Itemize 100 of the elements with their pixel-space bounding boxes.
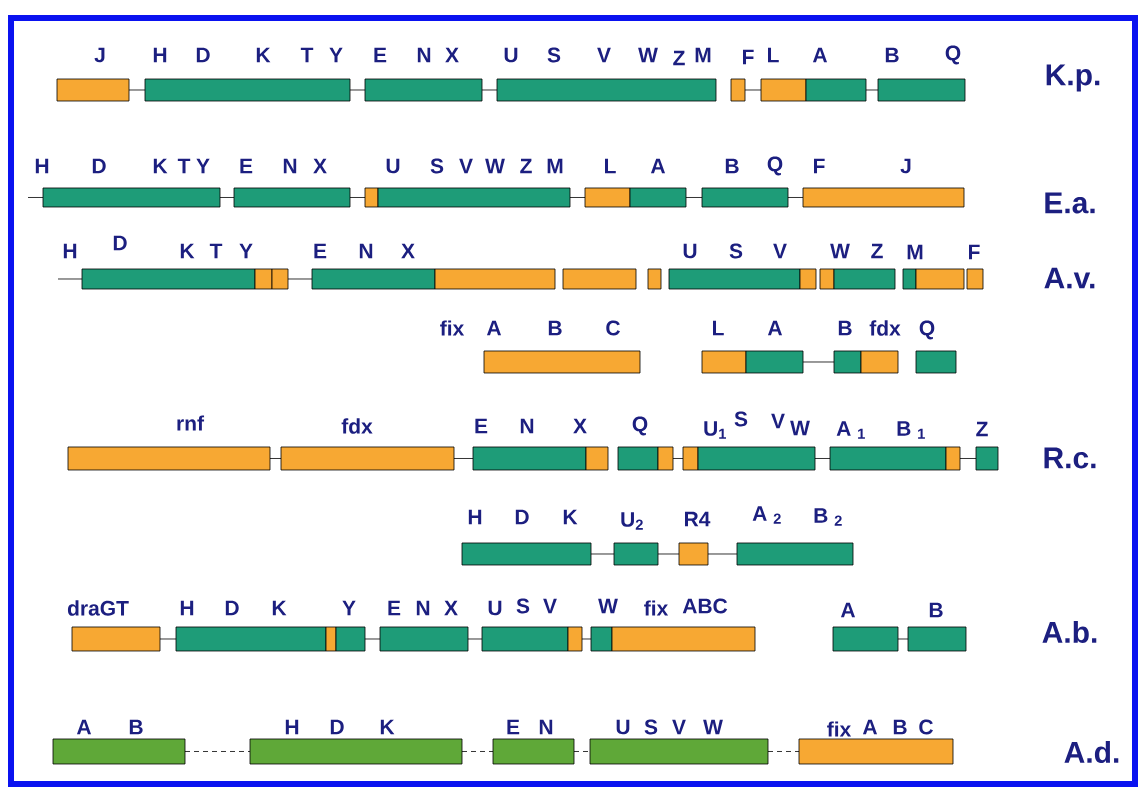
gene-label: Q — [919, 320, 935, 340]
gene-label: F — [743, 49, 754, 65]
gene-label: X — [573, 418, 587, 434]
gene-label: Y — [329, 47, 343, 63]
gene-label: fix — [644, 600, 669, 616]
gene-label: B — [893, 719, 907, 735]
gene-label: U — [616, 719, 630, 735]
gene-label: L — [713, 320, 724, 336]
gene-label: E — [314, 243, 327, 259]
gene-label: L — [605, 158, 616, 174]
gene-label: S — [430, 158, 444, 174]
gene-label: N — [417, 47, 431, 63]
gene-label: Q — [767, 156, 783, 176]
gene-label: Z — [976, 421, 988, 437]
gene-label: J — [94, 47, 105, 63]
gene-label: M — [907, 244, 923, 260]
gene-label: B — [885, 47, 899, 63]
gene-label: U — [504, 47, 518, 63]
gene-label: D — [196, 47, 210, 63]
gene-label: F — [814, 158, 825, 174]
gene-label: R4 — [685, 511, 711, 527]
gene-label: S — [729, 243, 743, 259]
gene-label: N — [283, 158, 297, 174]
gene-label: T — [209, 243, 223, 259]
gene-label: K — [256, 47, 271, 63]
gene-label: Z — [520, 158, 532, 174]
gene-label: H — [63, 243, 77, 259]
gene-label: B — [725, 158, 739, 174]
gene-label: U$_{2}$ — [621, 512, 643, 530]
gene-label: U — [683, 243, 697, 259]
gene-label: V — [597, 47, 611, 63]
gene-label: W — [790, 420, 810, 436]
gene-label: Z — [673, 50, 685, 66]
gene-label: W — [485, 158, 505, 174]
gene-label: B $_{1}$ — [897, 421, 925, 439]
gene-label: K — [180, 243, 195, 259]
gene-label: D — [92, 158, 106, 174]
gene-label: X — [313, 158, 327, 174]
gene-label: A — [486, 320, 502, 336]
gene-label: V — [771, 413, 785, 429]
gene-label: N — [359, 243, 373, 259]
gene-label: N — [539, 719, 553, 735]
gene-label: J — [900, 158, 911, 174]
gene-label: U — [488, 600, 502, 616]
gene-label: B — [929, 602, 943, 618]
gene-label: S — [516, 598, 530, 614]
organism-label: R.c. — [1044, 447, 1096, 469]
gene-label: V — [543, 598, 557, 614]
gene-label: W — [703, 719, 723, 735]
gene-label: fdx — [869, 320, 901, 336]
gene-label: A — [812, 47, 828, 63]
gene-label: W — [638, 47, 658, 63]
gene-label: K — [153, 158, 168, 174]
gene-label: H — [35, 158, 49, 174]
gene-label: E — [475, 418, 488, 434]
gene-label: ABC — [682, 598, 728, 614]
gene-label: H — [468, 509, 482, 525]
gene-label: fix — [440, 320, 465, 336]
gene-label: E — [374, 47, 387, 63]
gene-label: Q — [632, 416, 648, 436]
gene-label: K — [272, 600, 287, 616]
gene-label: E — [388, 600, 401, 616]
gene-label: X — [444, 600, 458, 616]
gene-label: H — [285, 719, 299, 735]
gene-label: S — [547, 47, 561, 63]
gene-label: E — [507, 719, 520, 735]
gene-label: H — [180, 600, 194, 616]
organism-label: A.d. — [1064, 741, 1119, 763]
organism-label: A.b. — [1042, 621, 1097, 643]
gene-label: K — [380, 719, 395, 735]
gene-label: B — [129, 719, 143, 735]
gene-label: B $_{2}$ — [814, 508, 842, 526]
gene-label: X — [445, 47, 459, 63]
gene-label: Z — [871, 243, 883, 259]
gene-label: A — [840, 602, 856, 618]
gene-label: X — [401, 243, 415, 259]
gene-label: Y — [196, 158, 210, 174]
gene-label: Q — [945, 45, 961, 65]
gene-label: A — [767, 320, 783, 336]
gene-label: T — [177, 158, 191, 174]
gene-label: E — [240, 158, 253, 174]
gene-label: D — [225, 600, 239, 616]
gene-label: fdx — [341, 418, 373, 434]
gene-label: V — [773, 243, 787, 259]
gene-label: B — [838, 320, 852, 336]
gene-label: C — [606, 320, 620, 336]
gene-label: M — [695, 47, 711, 63]
gene-label: D — [515, 509, 529, 525]
organism-label: E.a. — [1045, 192, 1095, 214]
gene-label: S — [644, 719, 658, 735]
gene-label: W — [598, 598, 618, 614]
gene-label: A — [862, 719, 878, 735]
gene-label: T — [300, 47, 314, 63]
gene-label: U — [386, 158, 400, 174]
gene-label: fix — [827, 721, 852, 737]
gene-label: V — [672, 719, 686, 735]
gene-label: A — [650, 158, 666, 174]
gene-label: D — [113, 235, 127, 251]
gene-label: H — [153, 47, 167, 63]
gene-label: Y — [239, 243, 253, 259]
